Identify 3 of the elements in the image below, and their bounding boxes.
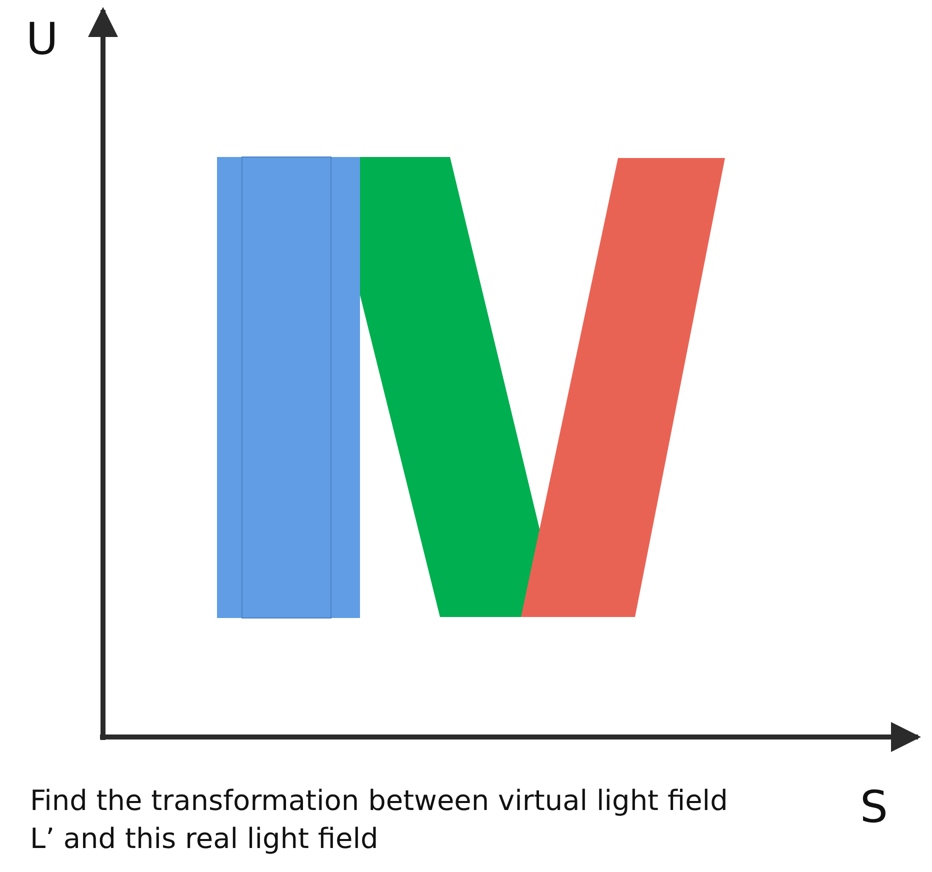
axis-label: S <box>860 782 888 833</box>
caption: Find the transformation between virtual light field L’ and this real light field <box>30 783 729 857</box>
axis-label: U <box>26 14 58 65</box>
